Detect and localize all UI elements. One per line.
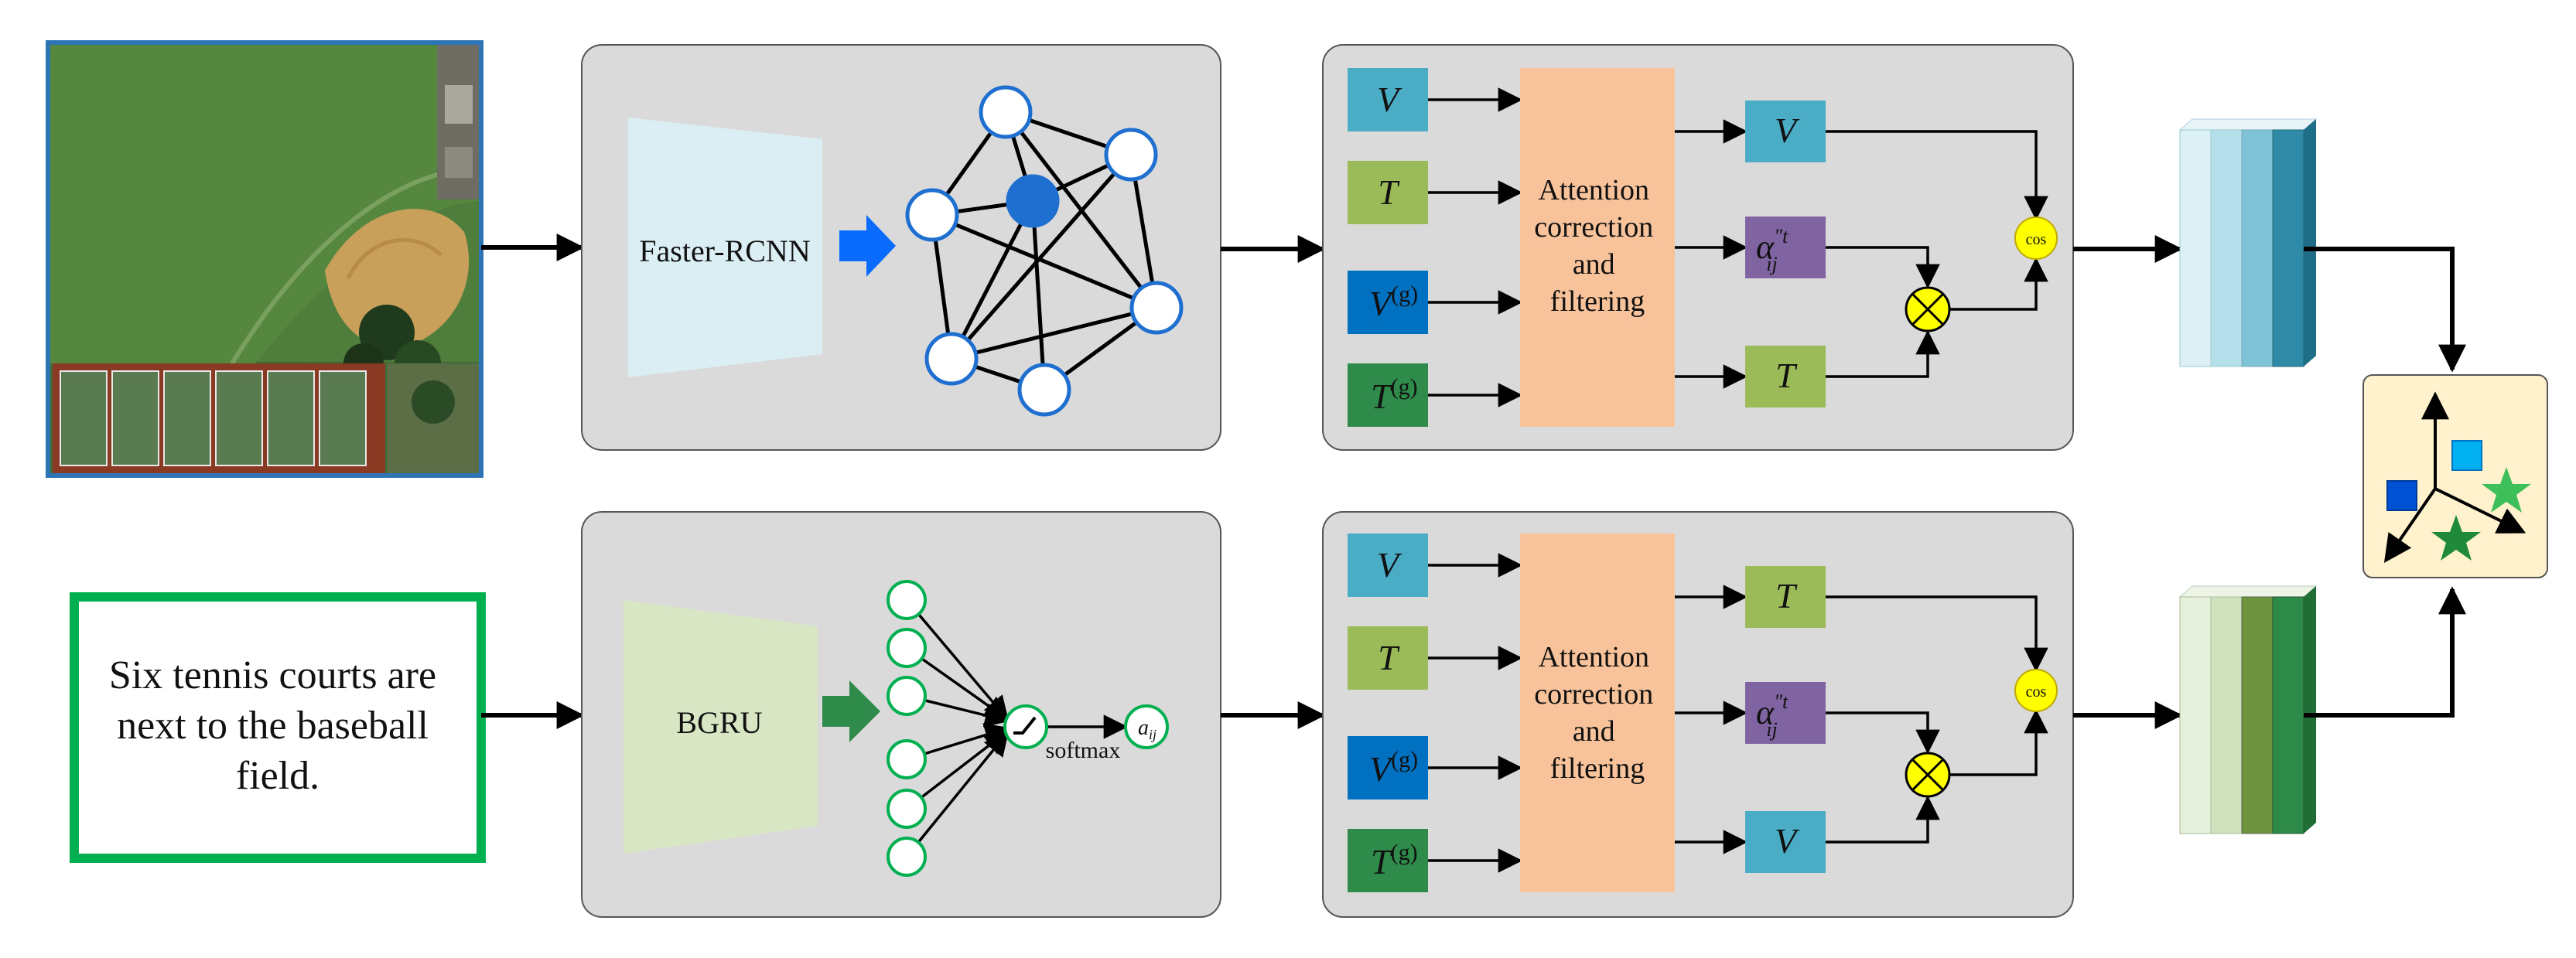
bottom-input-arrows — [1428, 553, 1523, 873]
bottom-cos-label: cos — [2026, 684, 2047, 701]
bottom-input-t-label: T — [1378, 638, 1400, 677]
bgru-label: BGRU — [676, 705, 762, 740]
blue-arrow-icon — [839, 215, 896, 277]
faster-rcnn-label: Faster-RCNN — [639, 234, 810, 268]
bottom-attention-block — [1520, 534, 1675, 892]
arrow-visual-to-space — [2304, 247, 2466, 373]
top-attention-block — [1520, 68, 1675, 427]
bottom-cos-node — [2014, 669, 2058, 712]
bottom-alpha-box — [1745, 682, 1826, 744]
green-arrow-icon — [822, 680, 880, 742]
attention-net — [887, 580, 1169, 877]
bottom-input-vg — [1348, 736, 1428, 799]
top-output-t — [1745, 346, 1826, 407]
top-input-arrows — [1428, 87, 1523, 407]
bottom-input-tg — [1348, 829, 1428, 892]
top-attention-label: Attention correction and filtering — [1534, 174, 1661, 318]
bottom-output-t — [1745, 566, 1826, 628]
embedding-space-icon — [2362, 374, 2548, 578]
top-output-v — [1745, 101, 1826, 162]
bottom-input-v — [1348, 534, 1428, 597]
top-cos-label: cos — [2026, 231, 2047, 248]
faster-rcnn-trapezoid — [628, 118, 822, 377]
top-input-t — [1348, 161, 1428, 224]
bottom-output-v-label: V — [1775, 821, 1800, 861]
top-input-tg — [1348, 363, 1428, 427]
top-alpha-box — [1745, 216, 1826, 278]
bgru-trapezoid — [624, 600, 818, 854]
top-input-vg-label: V(g) — [1369, 281, 1418, 323]
weight-aij-label: aij — [1138, 716, 1156, 742]
caption-text: Six tennis courts are next to the baseba… — [109, 653, 446, 798]
bottom-input-v-label: V — [1377, 545, 1402, 585]
caption-box — [70, 592, 486, 863]
top-input-v-label: V — [1377, 80, 1402, 119]
bottom-attention-label: Attention correction and filtering — [1534, 641, 1661, 785]
softmax-label: softmax — [1046, 738, 1121, 763]
arrow-text-to-space — [2304, 586, 2466, 718]
top-input-t-label: T — [1378, 172, 1400, 212]
top-output-arrows — [1675, 119, 2048, 389]
bottom-output-v — [1745, 811, 1826, 873]
bottom-input-t — [1348, 626, 1428, 690]
graph-nodes — [905, 85, 1184, 417]
text-embedding-stack — [2178, 585, 2318, 834]
top-input-tg-label: T(g) — [1371, 374, 1418, 416]
fusion-panel-bottom — [1322, 511, 2074, 918]
top-output-v-label: V — [1775, 111, 1800, 150]
aerial-image — [46, 40, 483, 478]
top-input-v — [1348, 68, 1428, 131]
bottom-multiply-icon — [1905, 752, 1951, 798]
top-input-vg — [1348, 271, 1428, 334]
bottom-input-tg-label: T(g) — [1371, 840, 1418, 881]
bottom-output-t-label: T — [1775, 576, 1798, 615]
bottom-input-vg-label: V(g) — [1369, 747, 1418, 789]
top-output-t-label: T — [1775, 356, 1798, 395]
bottom-output-arrows — [1675, 585, 2048, 854]
top-multiply-icon — [1905, 286, 1951, 332]
top-cos-node — [2014, 216, 2058, 260]
visual-embedding-stack — [2178, 118, 2318, 367]
